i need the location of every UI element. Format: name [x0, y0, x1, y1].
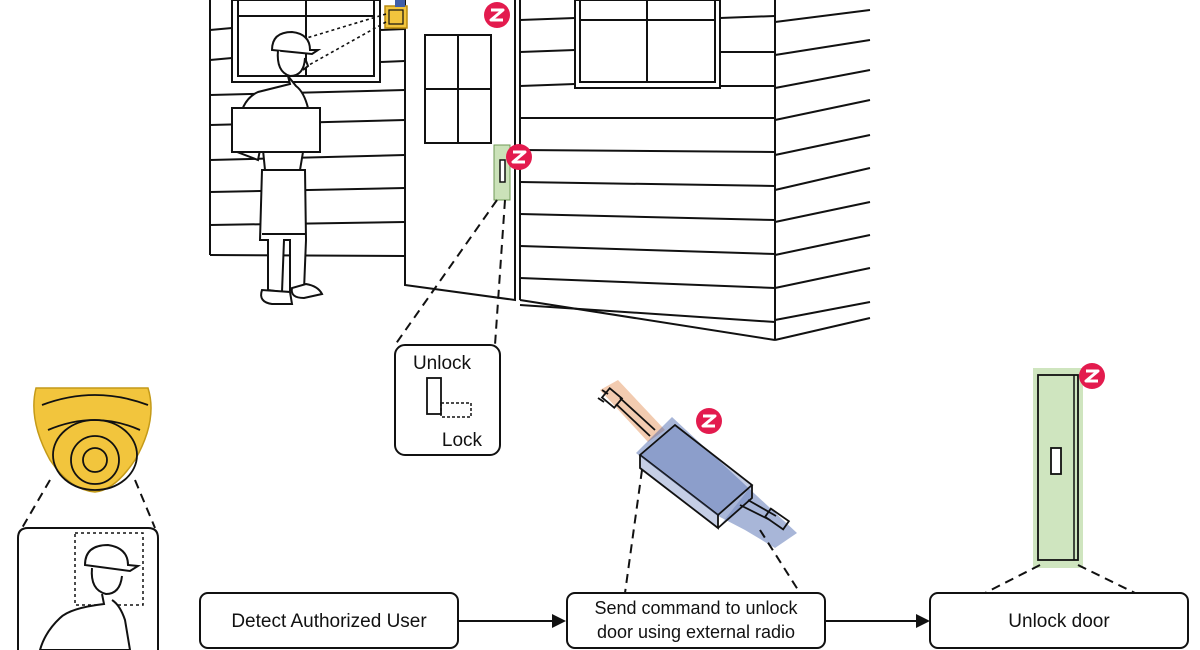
unlock-label: Unlock	[413, 353, 472, 374]
front-door	[404, 0, 521, 302]
delivery-person-illustration	[230, 30, 324, 305]
camera-view-lines	[299, 13, 387, 71]
flow-arrow	[825, 614, 930, 628]
doorbell-camera-highlight	[384, 5, 408, 29]
usb-cable-icon	[739, 499, 791, 531]
zwave-badge-icon	[482, 0, 512, 30]
security-camera-icon	[33, 387, 152, 493]
flow-step-unlock: Unlock door	[929, 592, 1189, 649]
detected-person-icon	[38, 543, 142, 650]
flow-step-send-command: Send command to unlock door using extern…	[566, 592, 826, 649]
lock-bolt-extended-icon	[440, 402, 472, 418]
flow-arrow	[458, 614, 566, 628]
doorbell-mount-icon	[395, 0, 405, 7]
lock-bolt-icon	[426, 377, 442, 415]
lock-callout-lines	[394, 199, 506, 346]
power-plug-highlight	[600, 380, 665, 442]
flow-step-send-command-label-2: door using external radio	[597, 622, 795, 642]
external-radio-illustration	[597, 380, 797, 548]
flow-step-unlock-label: Unlock door	[1008, 611, 1110, 632]
camera-view-panel	[17, 527, 159, 650]
flow-step-detect-label: Detect Authorized User	[231, 611, 427, 632]
camera-callout-lines	[21, 479, 156, 529]
house-siding-right	[519, 0, 871, 341]
lock-inset: Unlock Lock	[394, 344, 501, 456]
door-lock-slot-icon	[1050, 447, 1062, 475]
lock-device-callout-lines	[984, 564, 1136, 594]
house-window-right	[574, 0, 721, 89]
flow-step-detect: Detect Authorized User	[199, 592, 459, 649]
lock-label: Lock	[442, 430, 483, 451]
house-illustration	[209, 0, 871, 341]
power-plug-icon	[597, 386, 656, 437]
zwave-badge-icon	[1077, 361, 1107, 391]
radio-callout-lines	[624, 469, 801, 594]
external-radio-icon	[638, 423, 754, 530]
doorbell-camera-icon	[388, 9, 404, 25]
zwave-badge-icon	[694, 406, 724, 436]
zwave-badge-icon	[504, 142, 534, 172]
door-lock-icon	[499, 159, 506, 183]
door-lock-device	[1033, 368, 1083, 568]
flow-step-send-command-label-1: Send command to unlock	[594, 598, 798, 618]
radio-highlight	[636, 417, 797, 548]
